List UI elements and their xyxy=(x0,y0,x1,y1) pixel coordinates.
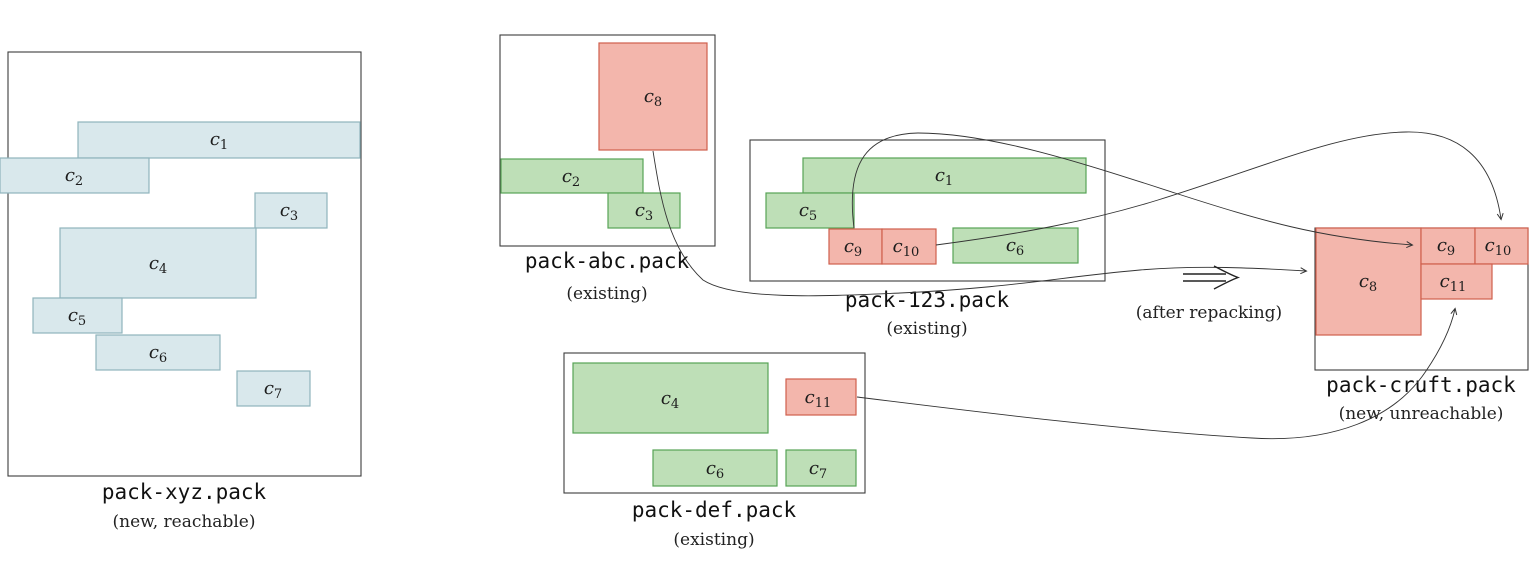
svg-text:c6: c6 xyxy=(149,342,167,366)
chunk-xyz-c6: c6 xyxy=(95,334,221,371)
pack-123-status: (existing) xyxy=(886,319,967,339)
svg-text:c1: c1 xyxy=(210,129,228,153)
arrow-c10-to-cruft xyxy=(935,131,1504,246)
chunk-xyz-c3: c3 xyxy=(254,192,328,229)
svg-text:c3: c3 xyxy=(635,200,653,224)
svg-text:c6: c6 xyxy=(706,458,724,482)
chunk-123-c9: c9 xyxy=(828,228,883,265)
pack-xyz-status: (new, reachable) xyxy=(113,512,256,532)
svg-text:c8: c8 xyxy=(644,86,662,110)
pack-def-status: (existing) xyxy=(673,530,754,550)
chunk-cruft-c9: c9 xyxy=(1420,227,1476,265)
svg-text:c8: c8 xyxy=(1359,271,1377,295)
chunk-cruft-c8: c8 xyxy=(1315,227,1422,336)
pack-def: c4 c11 c6 c7 pack-def.pack (existing) xyxy=(563,352,866,550)
arrow-c8-to-cruft xyxy=(652,150,1308,297)
pack-abc: c8 c2 c3 pack-abc.pack (existing) xyxy=(499,34,716,304)
pack-abc-name: pack-abc.pack xyxy=(525,249,690,273)
svg-text:c3: c3 xyxy=(280,200,298,224)
svg-text:c9: c9 xyxy=(1437,235,1455,259)
pack-xyz: c1 c2 c3 c4 c5 c6 c7 pack-xyz.pack (new,… xyxy=(0,51,362,532)
svg-text:c7: c7 xyxy=(264,378,282,402)
chunk-def-c7: c7 xyxy=(785,449,857,487)
svg-text:c7: c7 xyxy=(809,458,827,482)
arrow-c9-to-cruft xyxy=(851,132,1414,249)
pack-def-name: pack-def.pack xyxy=(632,498,797,522)
pack-cruft-name: pack-cruft.pack xyxy=(1326,373,1516,397)
pack-xyz-name: pack-xyz.pack xyxy=(102,480,267,504)
chunk-def-c6: c6 xyxy=(652,449,778,487)
chunk-123-c5: c5 xyxy=(765,192,855,229)
chunk-xyz-c4: c4 xyxy=(59,227,257,299)
chunk-xyz-c7: c7 xyxy=(236,370,311,407)
chunk-123-c1: c1 xyxy=(802,157,1087,194)
svg-text:c5: c5 xyxy=(799,200,817,224)
chunk-abc-c3: c3 xyxy=(607,192,681,229)
svg-text:c4: c4 xyxy=(661,388,679,412)
chunk-123-c10: c10 xyxy=(881,228,937,265)
svg-text:c1: c1 xyxy=(935,165,953,189)
chunk-abc-c2: c2 xyxy=(500,158,644,194)
svg-text:c10: c10 xyxy=(1485,235,1512,259)
pack-cruft-status: (new, unreachable) xyxy=(1339,404,1504,424)
chunk-def-c4: c4 xyxy=(572,362,769,434)
chunk-xyz-c1: c1 xyxy=(77,121,361,159)
transition: (after repacking) xyxy=(1136,265,1282,323)
svg-text:c10: c10 xyxy=(893,236,920,260)
svg-text:c6: c6 xyxy=(1006,235,1024,259)
chunk-xyz-c2: c2 xyxy=(0,157,150,194)
arrow-c11-to-cruft xyxy=(856,307,1458,440)
chunk-def-c11: c11 xyxy=(785,378,857,416)
svg-text:c11: c11 xyxy=(1440,271,1467,295)
implies-arrow-icon xyxy=(1183,265,1241,290)
svg-text:c4: c4 xyxy=(149,253,167,277)
chunk-123-c6: c6 xyxy=(952,227,1079,264)
pack-cruft: c8 c9 c10 c11 pack-cruft.pack (new, unre… xyxy=(1314,227,1529,424)
chunk-abc-c8: c8 xyxy=(598,42,708,151)
svg-text:c5: c5 xyxy=(68,305,86,329)
svg-text:c2: c2 xyxy=(65,165,83,189)
pack-abc-status: (existing) xyxy=(566,284,647,304)
svg-text:c2: c2 xyxy=(562,166,580,190)
pack-123: c1 c5 c9 c10 c6 pack-123.pack (existing) xyxy=(749,139,1106,339)
chunk-cruft-c11: c11 xyxy=(1420,263,1493,300)
svg-text:c11: c11 xyxy=(805,387,832,411)
svg-text:c9: c9 xyxy=(844,236,862,260)
chunk-cruft-c10: c10 xyxy=(1474,227,1529,265)
flow-arrows xyxy=(652,131,1504,440)
chunk-xyz-c5: c5 xyxy=(32,297,123,334)
after-repacking-label: (after repacking) xyxy=(1136,303,1282,323)
